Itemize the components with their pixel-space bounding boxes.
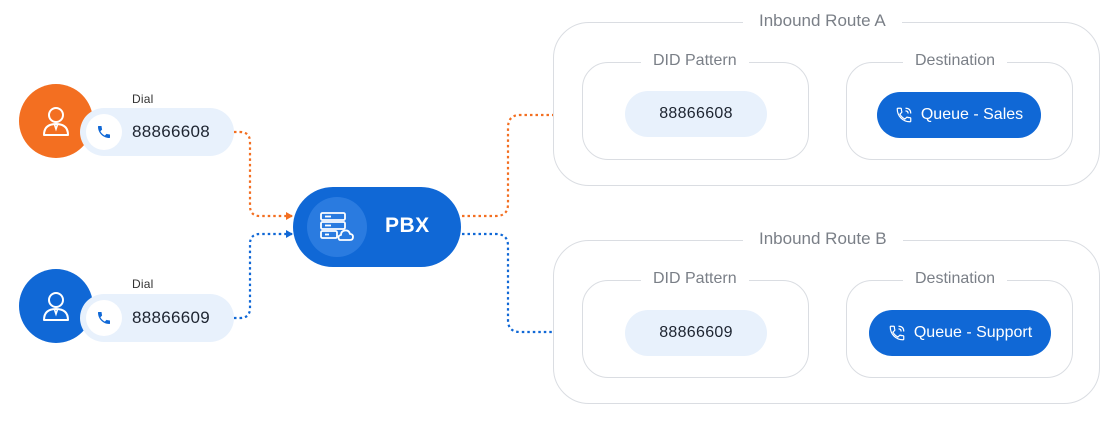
route-a-did-title: DID Pattern bbox=[641, 52, 749, 70]
route-b-title: Inbound Route B bbox=[743, 229, 903, 249]
connector-pbx-route-a bbox=[462, 111, 623, 218]
route-a-dest-title: Destination bbox=[903, 52, 1008, 70]
pbx-icon-circle bbox=[307, 197, 367, 257]
user-icon bbox=[43, 107, 69, 136]
connector-caller-a-pbx bbox=[234, 130, 293, 220]
caller-a-dial-pill: 88866608 bbox=[80, 108, 234, 156]
user-icon bbox=[43, 292, 69, 321]
route-a-dest-label: Queue - Sales bbox=[920, 106, 1024, 123]
caller-a-dial-label: Dial bbox=[132, 92, 154, 106]
route-a-did-box: DID Pattern 88866608 bbox=[582, 52, 809, 160]
caller-b-dial-label: Dial bbox=[132, 277, 154, 291]
route-b-dest-title: Destination bbox=[903, 270, 1008, 288]
pbx-label: PBX bbox=[385, 214, 430, 237]
route-a-title: Inbound Route A bbox=[743, 11, 902, 31]
caller-a-avatar bbox=[19, 84, 93, 158]
connector-caller-b-pbx bbox=[234, 230, 293, 320]
route-b-did-title: DID Pattern bbox=[641, 270, 749, 288]
phone-icon bbox=[98, 312, 110, 324]
route-a-did-pill: 88866608 bbox=[625, 91, 767, 137]
caller-a-phone-circle bbox=[86, 114, 122, 150]
phone-forward-icon bbox=[896, 107, 912, 123]
caller-b-dial-pill: 88866609 bbox=[80, 294, 234, 342]
route-b-box: Inbound Route B DID Pattern 88866609 Des… bbox=[553, 229, 1100, 404]
caller-b-number: 88866609 bbox=[132, 308, 211, 327]
phone-icon bbox=[98, 126, 110, 138]
caller-b-avatar bbox=[19, 269, 93, 343]
route-b-dest-pill: Queue - Support bbox=[869, 310, 1051, 356]
route-b-did-box: DID Pattern 88866609 bbox=[582, 270, 809, 378]
pbx-node: PBX bbox=[293, 187, 461, 267]
route-b-did-pill: 88866609 bbox=[625, 310, 767, 356]
server-cloud-icon bbox=[320, 212, 354, 241]
caller-b-phone-circle bbox=[86, 300, 122, 336]
phone-forward-icon bbox=[889, 325, 905, 341]
route-a-box: Inbound Route A DID Pattern 88866608 Des… bbox=[553, 11, 1100, 186]
route-a-dest-pill: Queue - Sales bbox=[877, 92, 1041, 138]
route-b-dest-label: Queue - Support bbox=[913, 324, 1033, 341]
route-b-dest-box: Destination Queue - Support bbox=[846, 270, 1073, 378]
caller-a-number: 88866608 bbox=[132, 122, 211, 141]
connector-pbx-route-b bbox=[462, 232, 623, 336]
route-a-dest-box: Destination Queue - Sales bbox=[846, 52, 1073, 160]
